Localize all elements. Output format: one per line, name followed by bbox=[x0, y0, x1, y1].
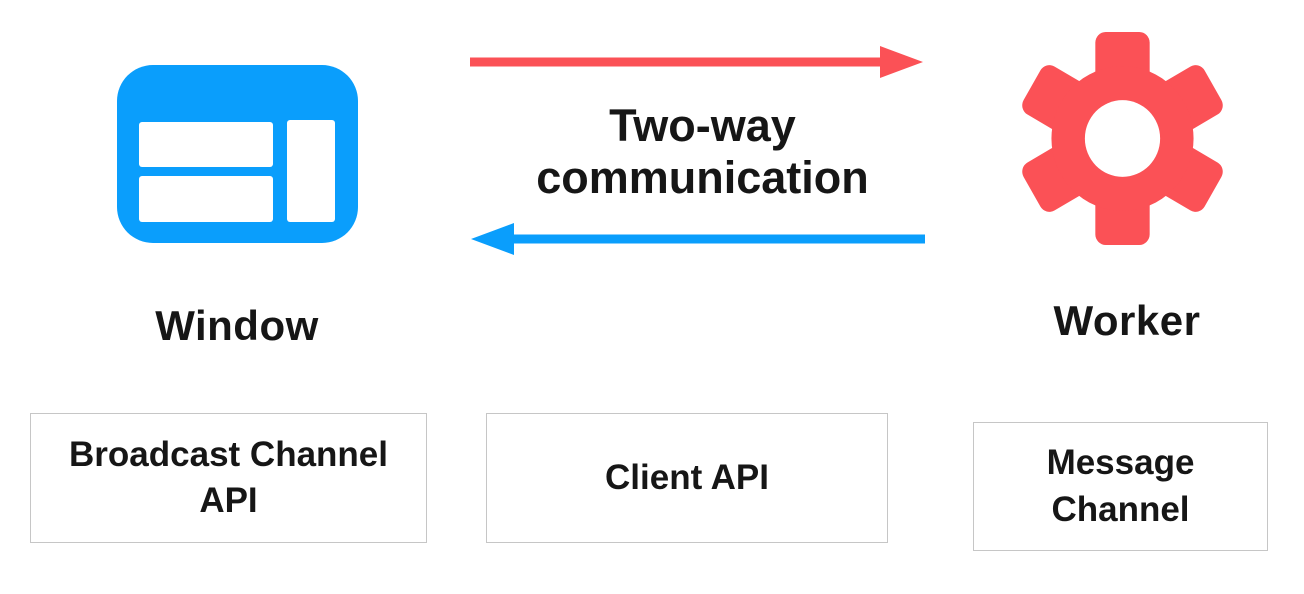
message-channel-box: Message Channel bbox=[973, 422, 1268, 551]
arrow-right-red bbox=[470, 46, 923, 78]
broadcast-channel-api-label: Broadcast Channel API bbox=[69, 434, 388, 520]
communication-label: Two-way communication bbox=[536, 100, 869, 204]
broadcast-channel-api-box: Broadcast Channel API bbox=[30, 413, 427, 543]
browser-window-icon bbox=[117, 65, 358, 243]
client-api-label: Client API bbox=[605, 457, 769, 497]
arrow-left-blue bbox=[471, 223, 925, 255]
window-label: Window bbox=[155, 302, 319, 349]
client-api-box: Client API bbox=[486, 413, 888, 543]
gear-icon bbox=[1022, 32, 1223, 245]
worker-label: Worker bbox=[1053, 297, 1201, 344]
message-channel-label: Message Channel bbox=[1046, 443, 1195, 529]
